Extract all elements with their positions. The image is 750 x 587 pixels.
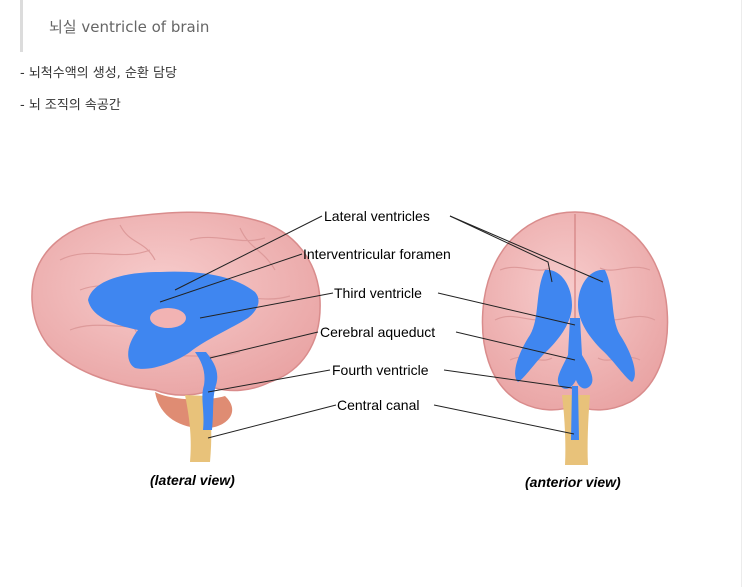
anterior-third-fourth-ventricle — [557, 318, 593, 440]
leader-lines — [159, 215, 604, 439]
lateral-ventricle-hole — [150, 308, 186, 328]
label-central-canal: Central canal — [337, 397, 420, 413]
anterior-brain — [481, 211, 669, 465]
leader-cerebral-aqueduct-right — [455, 331, 576, 361]
lateral-view-aqueduct-canal — [195, 352, 218, 430]
leader-central-canal-right — [433, 404, 575, 435]
leader-lateral-ventricles-right-b — [449, 215, 604, 283]
caption-lateral-view: (lateral view) — [150, 472, 235, 488]
label-fourth-ventricle: Fourth ventricle — [332, 362, 429, 378]
content-edge-divider — [741, 0, 742, 587]
leader-central-canal-left — [207, 404, 337, 439]
bullet-item-space: - 뇌 조직의 속공간 — [20, 98, 121, 113]
bullet-item-csf: - 뇌척수액의 생성, 순환 담당 — [20, 66, 177, 81]
leader-cerebral-aqueduct-left — [209, 331, 319, 359]
leader-lateral-ventricles-left — [174, 215, 323, 291]
label-third-ventricle: Third ventricle — [334, 285, 422, 301]
anterior-left-ventricle — [515, 269, 572, 382]
lateral-brain — [31, 211, 321, 462]
label-interventricular-foramen: Interventricular foramen — [303, 246, 451, 262]
label-lateral-ventricles: Lateral ventricles — [324, 208, 430, 224]
leader-third-ventricle-right — [437, 292, 576, 326]
leader-interventricular-foramen — [159, 253, 303, 303]
quote-text: 뇌실 ventricle of brain — [49, 18, 210, 36]
anterior-gyri — [494, 266, 656, 361]
blockquote: 뇌실 ventricle of brain — [20, 0, 723, 52]
leader-fourth-ventricle-right — [443, 369, 573, 389]
leader-lateral-ventricles-right-a — [449, 215, 553, 283]
caption-anterior-view: (anterior view) — [525, 474, 621, 490]
leader-third-ventricle-left — [199, 292, 334, 319]
label-cerebral-aqueduct: Cerebral aqueduct — [320, 324, 435, 340]
anterior-right-ventricle — [578, 269, 635, 382]
leader-fourth-ventricle-left — [207, 369, 331, 393]
